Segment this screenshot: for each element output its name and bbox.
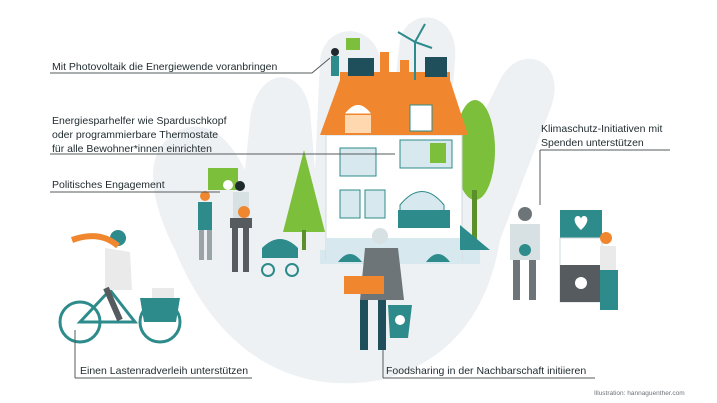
label-energiesparhelfer: Energiesparhelfer wie Sparduschkopf oder… [52, 114, 227, 156]
cargo-bike [58, 230, 182, 344]
person-rooftop [331, 38, 360, 76]
label-energiesparhelfer-line-2: oder programmierbare Thermostate [52, 129, 219, 141]
label-energiesparhelfer-line-1: Energiesparhelfer wie Sparduschkopf [52, 115, 227, 127]
leader-lines [50, 57, 670, 379]
donation-scene [510, 207, 618, 310]
label-politisches-engagement: Politisches Engagement [52, 179, 165, 191]
people-group-politics [198, 168, 252, 272]
tree-left [283, 150, 325, 250]
label-photovoltaik: Mit Photovoltaik die Energiewende voranb… [52, 61, 278, 73]
label-foodsharing: Foodsharing in der Nachbarschaft initiie… [386, 365, 587, 377]
illustration-credit: Illustration: hannaguenther.com [594, 390, 685, 397]
label-lastenrad: Einen Lastenradverleih unterstützen [80, 365, 249, 377]
heart-icon [574, 216, 588, 230]
stroller [261, 239, 299, 277]
person-foodsharing [344, 228, 412, 350]
wind-turbine-icon [397, 23, 433, 80]
label-klimaschutz: Klimaschutz-Initiativen mit Spenden unte… [541, 122, 662, 150]
tree-right [455, 100, 495, 240]
label-klimaschutz-line-2: Spenden unterstützen [541, 137, 644, 149]
label-energiesparhelfer-line-3: für alle Bewohner*innen einrichten [52, 143, 212, 155]
label-klimaschutz-line-1: Klimaschutz-Initiativen mit [541, 123, 663, 135]
